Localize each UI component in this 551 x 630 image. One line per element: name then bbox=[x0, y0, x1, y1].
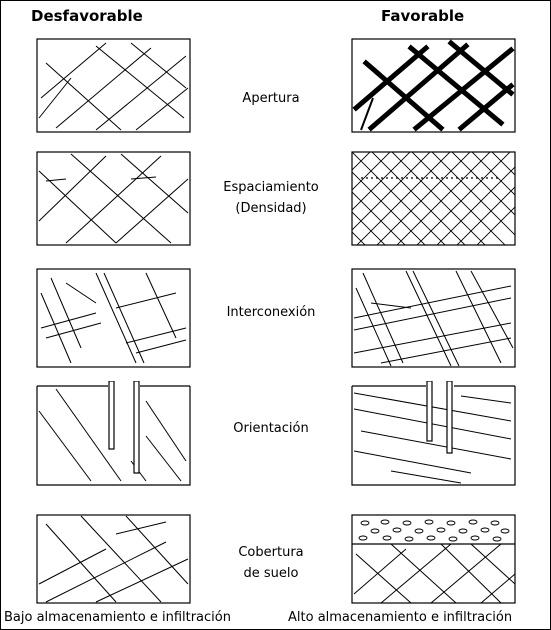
row-label-line: de suelo bbox=[191, 563, 351, 584]
panel-espaciamiento-unfavorable bbox=[36, 151, 191, 246]
row-label-espaciamiento: Espaciamiento (Densidad) bbox=[191, 177, 351, 219]
row-label-line: (Densidad) bbox=[191, 198, 351, 219]
row-label-line: Interconexión bbox=[191, 302, 351, 323]
header-favorable: Favorable bbox=[381, 7, 464, 25]
row-label-line: Cobertura bbox=[191, 542, 351, 563]
row-label-cobertura: Cobertura de suelo bbox=[191, 542, 351, 584]
footer-low-storage: Bajo almacenamiento e infiltración bbox=[4, 610, 231, 625]
panel-cobertura-unfavorable bbox=[36, 514, 191, 604]
row-label-line: Apertura bbox=[191, 88, 351, 109]
header-unfavorable: Desfavorable bbox=[31, 7, 143, 25]
row-label-interconexion: Interconexión bbox=[191, 302, 351, 323]
panel-cobertura-favorable bbox=[351, 514, 516, 604]
panel-interconexion-unfavorable bbox=[36, 268, 191, 368]
row-label-orientacion: Orientación bbox=[191, 418, 351, 439]
footer-high-storage: Alto almacenamiento e infiltración bbox=[288, 610, 512, 625]
panel-apertura-unfavorable bbox=[36, 38, 191, 133]
row-label-line: Orientación bbox=[191, 418, 351, 439]
row-label-apertura: Apertura bbox=[191, 88, 351, 109]
panel-orientacion-favorable bbox=[351, 381, 516, 486]
panel-apertura-favorable bbox=[351, 38, 516, 133]
panel-espaciamiento-favorable bbox=[351, 151, 516, 246]
panel-orientacion-unfavorable bbox=[36, 381, 191, 486]
row-label-line: Espaciamiento bbox=[191, 177, 351, 198]
panel-interconexion-favorable bbox=[351, 268, 516, 368]
